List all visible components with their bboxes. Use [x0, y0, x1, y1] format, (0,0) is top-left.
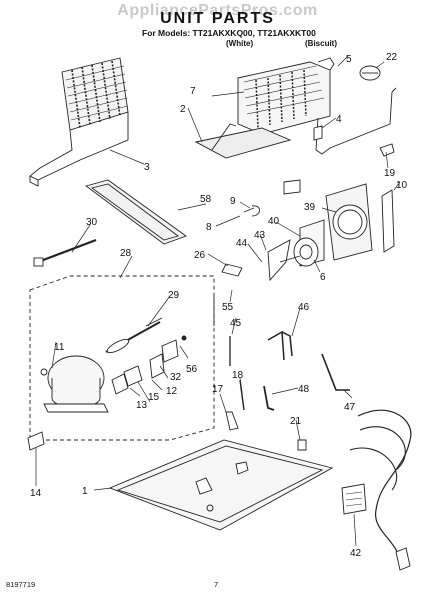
callout-8: 8 [206, 222, 212, 233]
leader-lines [35, 55, 401, 547]
callout-43: 43 [254, 230, 266, 241]
callout-13: 13 [136, 400, 148, 411]
evaporator-assembly [194, 57, 335, 159]
callout-32: 32 [170, 372, 182, 383]
callout-39: 39 [304, 202, 316, 213]
callout-11: 11 [54, 342, 65, 353]
callout-29: 29 [168, 290, 180, 301]
variant-biscuit-label: (Biscuit) [305, 39, 337, 48]
callout-19: 19 [384, 168, 396, 179]
callout-10: 10 [396, 180, 408, 191]
callout-6: 6 [320, 272, 326, 283]
page-title: UNIT PARTS [160, 10, 275, 27]
models-line: For Models: TT21AKXKQ00, TT21AKXKT00 [142, 28, 316, 38]
callout-56: 56 [186, 364, 198, 375]
watermark: AppliancePartsPros.com [117, 2, 318, 19]
callout-3: 3 [144, 162, 150, 173]
callout-40: 40 [268, 216, 280, 227]
base-pan [108, 439, 334, 531]
variant-white-label: (White) [226, 39, 254, 48]
page-number: 7 [214, 580, 219, 589]
callout-1: 1 [82, 486, 88, 497]
compressor-parts [27, 317, 187, 451]
callout-14: 14 [30, 488, 42, 499]
compressor-group-box [29, 275, 215, 441]
callout-17: 17 [212, 384, 224, 395]
document-number: 8197719 [6, 580, 36, 589]
callout-58: 58 [200, 194, 212, 205]
callout-9: 9 [230, 196, 236, 207]
callout-15: 15 [148, 392, 160, 403]
callout-26: 26 [194, 250, 206, 261]
callout-22: 22 [386, 52, 398, 63]
fan-assembly [221, 179, 373, 282]
callout-2: 2 [180, 104, 186, 115]
callout-42: 42 [350, 548, 362, 559]
callout-47: 47 [344, 402, 356, 413]
callout-55: 55 [222, 302, 234, 313]
callout-18: 18 [232, 370, 244, 381]
callout-30: 30 [86, 217, 98, 228]
callout-4: 4 [336, 114, 342, 125]
callout-48: 48 [298, 384, 310, 395]
callout-46: 46 [298, 302, 310, 313]
callout-5: 5 [346, 54, 352, 65]
wiring-harness [341, 409, 412, 571]
condenser-coil [29, 57, 129, 187]
callout-45: 45 [230, 318, 242, 329]
callout-7: 7 [190, 86, 196, 97]
callout-28: 28 [120, 248, 132, 259]
drain-tray-and-heater [33, 179, 187, 267]
misc-hardware [213, 296, 350, 451]
small-parts-top-right [313, 65, 397, 253]
callout-12: 12 [166, 386, 178, 397]
callout-21: 21 [290, 416, 302, 427]
callout-44: 44 [236, 238, 248, 249]
